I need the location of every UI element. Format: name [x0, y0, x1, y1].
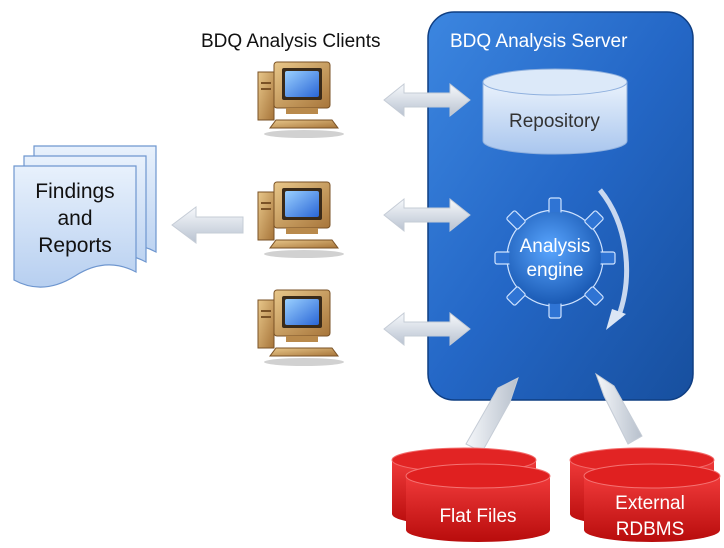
rotation-arrow-icon [598, 188, 630, 330]
findings-line1: Findings [35, 180, 114, 203]
computer-icon [257, 181, 345, 259]
external-rdbms-database: External RDBMS [569, 447, 721, 542]
computer-icon [257, 289, 345, 367]
flat-files-label: Flat Files [439, 506, 516, 527]
client-computer-2 [257, 181, 345, 259]
findings-line2: and [57, 207, 92, 230]
rdbms-line1: External [615, 493, 685, 514]
computer-icon [257, 61, 345, 139]
repository-label: Repository [509, 111, 600, 132]
findings-line3: Reports [38, 234, 112, 257]
flat-files-database: Flat Files [391, 447, 551, 542]
clients-title: BDQ Analysis Clients [201, 31, 381, 52]
input-arrow-right-icon [595, 372, 643, 445]
engine-label-line2: engine [526, 260, 583, 281]
client-computer-3 [257, 289, 345, 367]
repository-database: Repository [482, 68, 628, 155]
server-title: BDQ Analysis Server [450, 31, 628, 52]
rdbms-line2: RDBMS [616, 519, 685, 540]
output-arrow-icon [171, 206, 244, 244]
engine-label-line1: Analysis [520, 236, 591, 257]
document-stack-icon: Findings and Reports [13, 145, 157, 288]
client-computer-1 [257, 61, 345, 139]
gear-icon: Analysis engine [494, 197, 616, 319]
